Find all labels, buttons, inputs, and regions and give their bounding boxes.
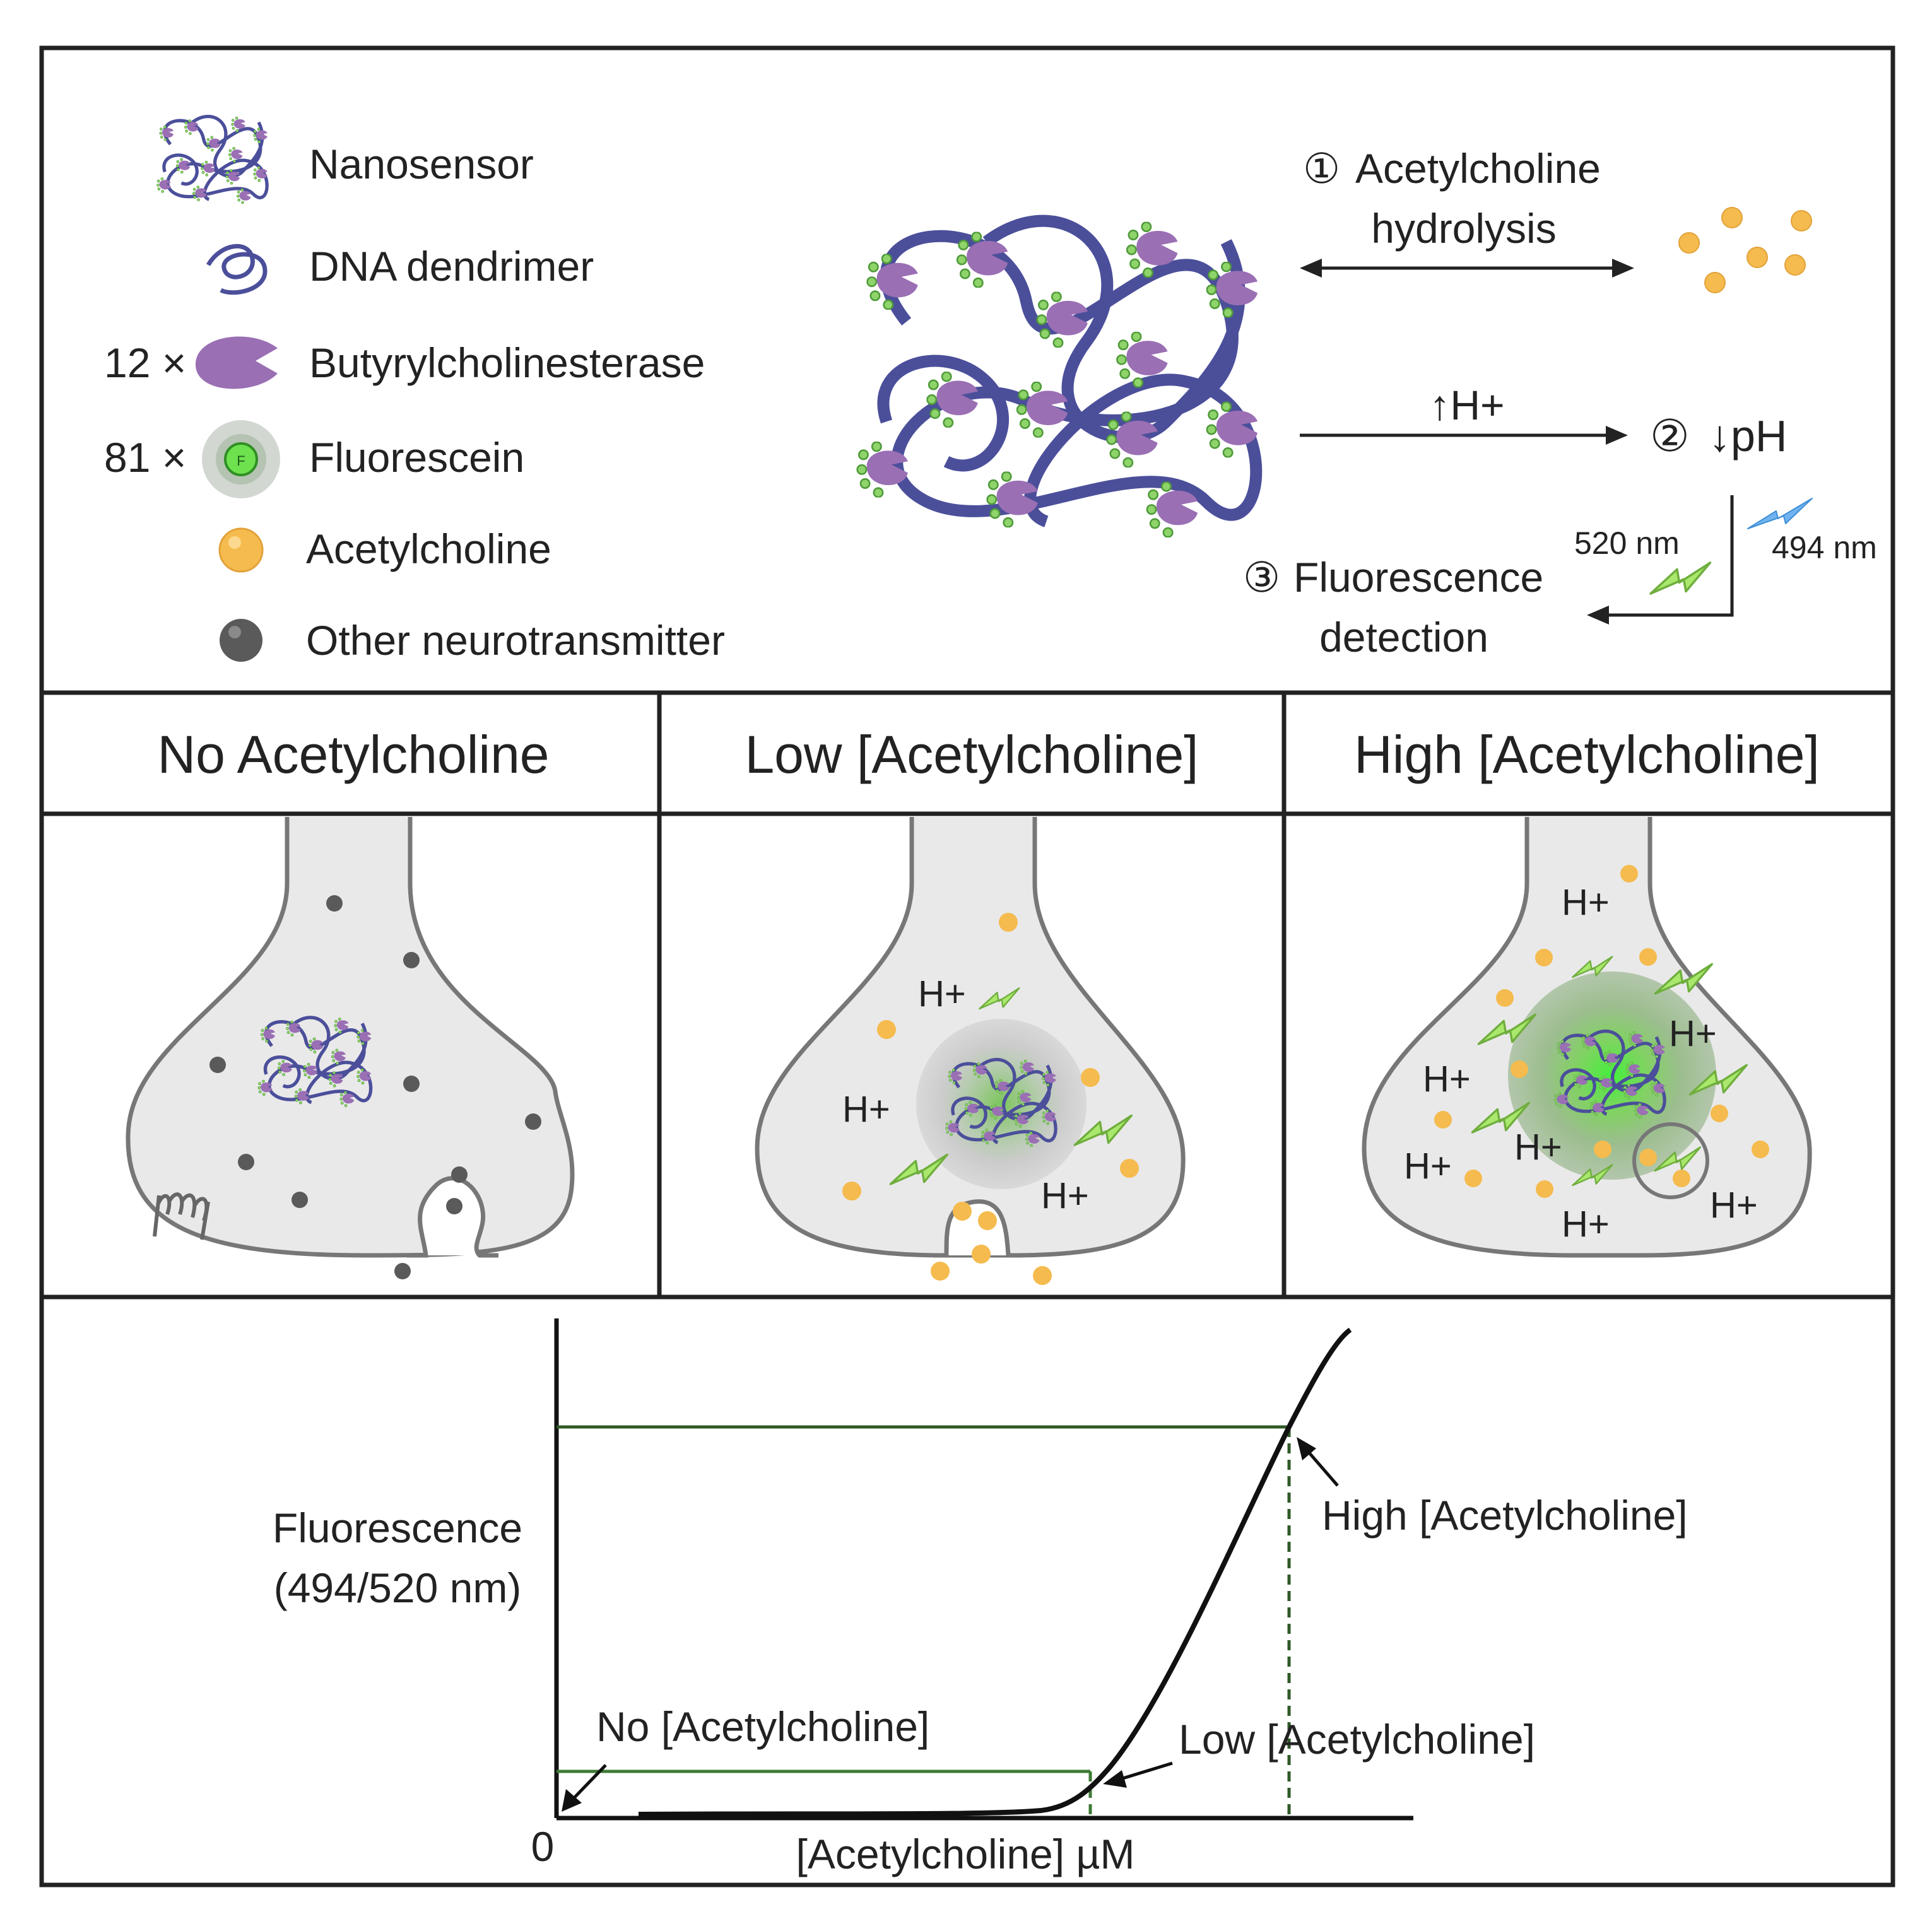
excitation-wavelength: 494 nm [1772,530,1877,565]
proton-label: H+ [1423,1059,1471,1100]
y-axis-label-line2: (494/520 nm) [274,1564,522,1611]
step1-marker: ① [1303,145,1340,192]
proton-label: H+ [1669,1013,1717,1054]
legend-neurotransmitter-label: Other neurotransmitter [306,617,725,664]
ion-channel-icon [153,1192,210,1240]
legend-dendrimer-label: DNA dendrimer [309,243,594,290]
emission-wavelength: 520 nm [1574,525,1680,561]
double-arrow [1300,259,1634,278]
response-curve [638,1327,1352,1817]
step2-label: ↓pH [1709,411,1787,461]
proton-label: H+ [1041,1175,1089,1216]
nanosensor-large [857,221,1258,537]
legend-acetylcholine-label: Acetylcholine [306,525,551,572]
neurotransmitter-dots [209,895,541,1279]
proton-label: H+ [1514,1127,1562,1168]
proton-label: H+ [918,973,966,1014]
panel-title-low: Low [Acetylcholine] [745,725,1198,784]
proton-increase-label: ↑H+ [1429,382,1504,428]
annotation-high: High [Acetylcholine] [1322,1492,1688,1539]
proton-label: H+ [1562,1204,1610,1245]
step3-line2: detection [1319,614,1488,660]
response-chart: Fluorescence (494/520 nm) [Acetylcholine… [273,1318,1688,1877]
excitation-bolt-icon [1747,498,1813,529]
step2-marker: ② [1650,411,1690,461]
step3-line1: Fluorescence [1293,554,1543,601]
proton-label: H+ [842,1089,890,1130]
x-axis-label: [Acetylcholine] µM [796,1831,1135,1877]
y-axis-label-line1: Fluorescence [273,1505,522,1551]
emission-bolt-icon [1649,561,1712,595]
proton-label: H+ [1710,1185,1758,1226]
panel-title-high: High [Acetylcholine] [1354,725,1820,784]
annotation-no: No [Acetylcholine] [596,1703,929,1750]
panel-high-acetylcholine: H+ H+ H+ H+ H+ H+ H+ [1362,817,1812,1258]
acetylcholine-dots [842,913,1139,1285]
legend-fluorescein-label: Fluorescein [309,434,524,481]
legend-enzyme-label: Butyrylcholinesterase [309,339,705,386]
annotation-high-arrow [1297,1437,1339,1487]
annotation-no-arrow [562,1764,607,1812]
figure-frame [39,45,1895,1887]
panel-no-acetylcholine [126,817,575,1279]
panel-low-acetylcholine: H+ H+ H+ [755,817,1186,1285]
annotation-low-arrow [1103,1761,1173,1788]
acetylcholine-icon [218,527,264,573]
acetylcholine-dots [1434,865,1769,1198]
legend-fluorescein-count: 81 × [104,434,186,481]
fluorescein-letter: F [237,453,245,469]
proton-label: H+ [1404,1146,1452,1187]
vesicle [1632,1122,1709,1199]
legend-enzyme-count: 12 × [104,339,186,386]
step3-marker: ③ [1243,554,1280,601]
legend-nanosensor-label: Nanosensor [309,141,534,187]
mechanism: ① Acetylcholine hydrolysis ↑H+ ② ↓pH [1243,145,1877,660]
annotation-low: Low [Acetylcholine] [1179,1716,1535,1763]
panel-title-no: No Acetylcholine [157,725,549,784]
presynaptic-terminal [126,817,575,1258]
neurotransmitter-icon [220,619,262,662]
dna-dendrimer-icon [206,244,268,295]
enzyme-icon [196,336,278,389]
nanosensor-icon [156,117,267,204]
origin-label: 0 [531,1823,555,1870]
legend: Nanosensor DNA dendrimer 12 × Butyrylcho… [104,117,725,664]
acetylcholine-cluster [1678,207,1812,293]
detection-arrow [1587,495,1734,625]
step1-line1: Acetylcholine [1355,145,1601,192]
fluorescein-icon: F [202,420,280,498]
proton-label: H+ [1562,882,1610,923]
step1-line2: hydrolysis [1371,205,1556,252]
proton-arrow [1300,426,1628,445]
